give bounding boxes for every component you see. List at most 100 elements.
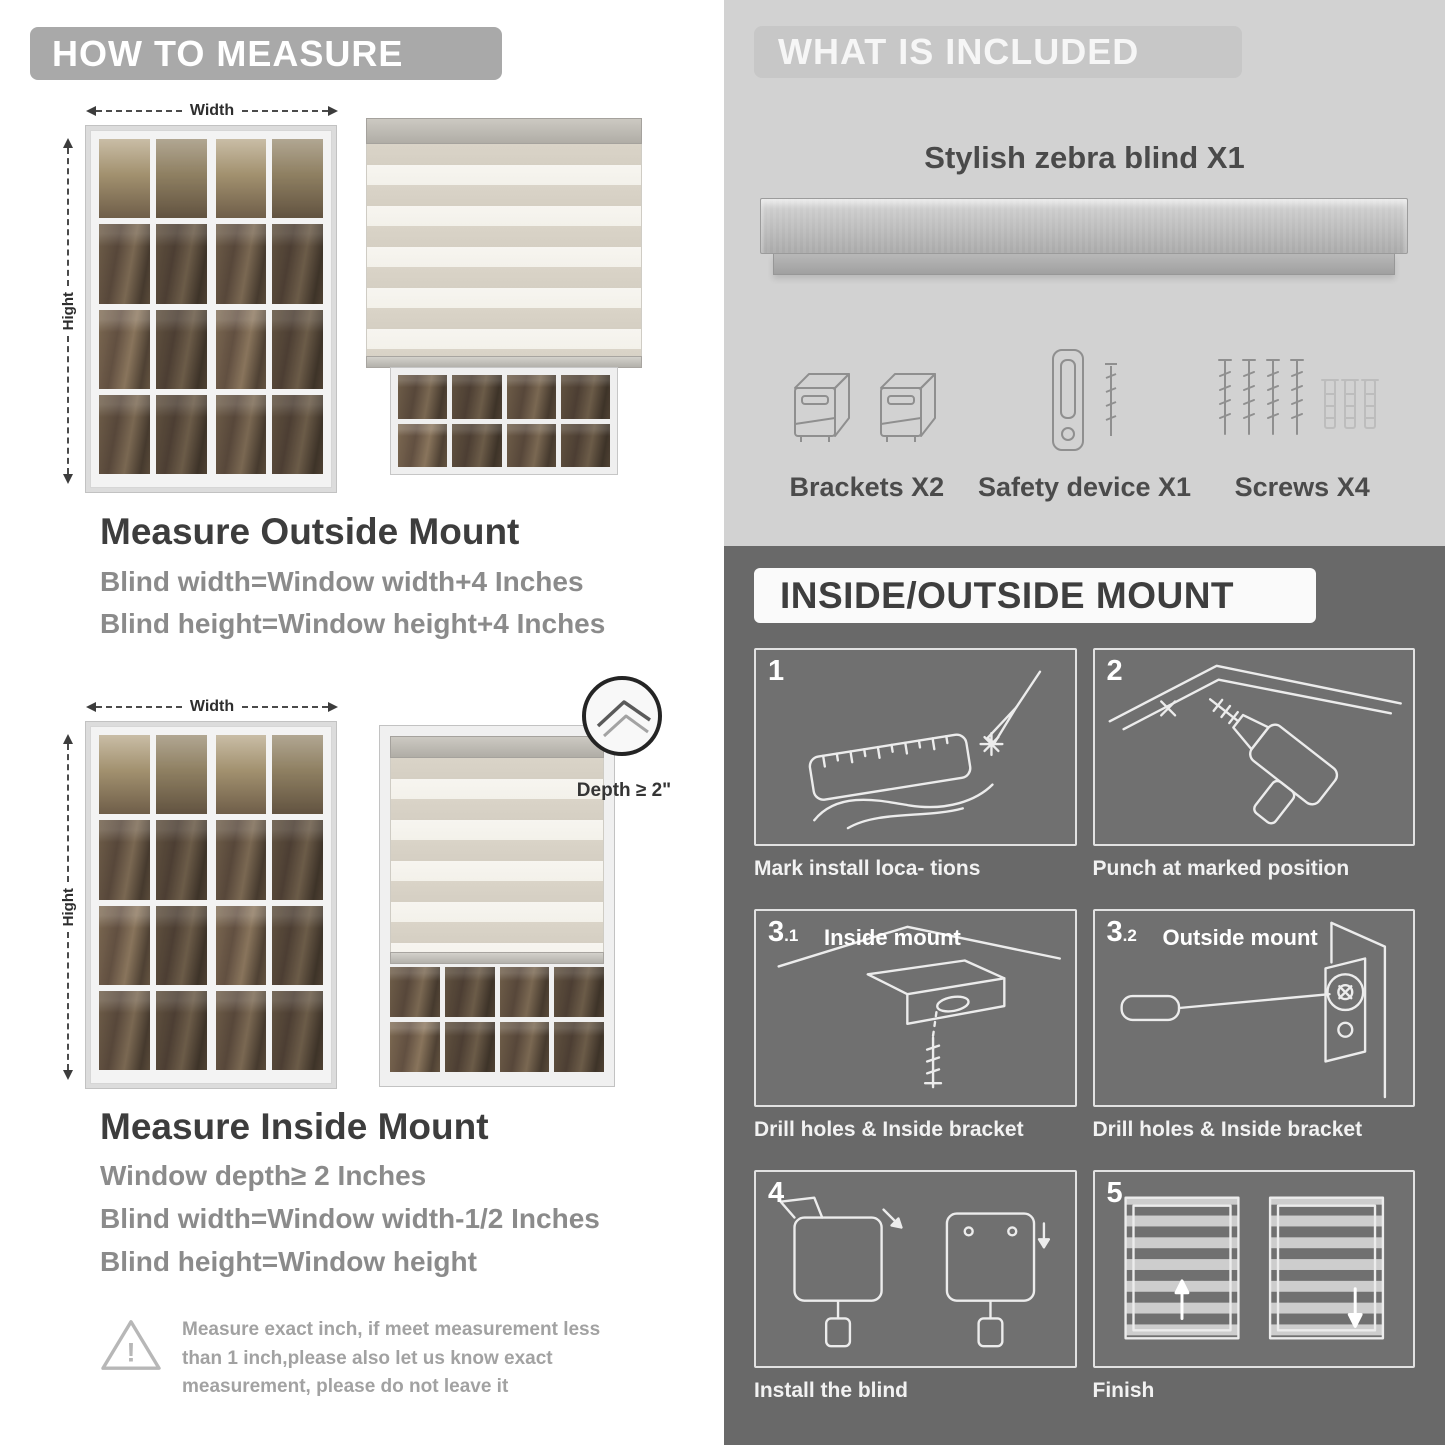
window-pane — [272, 394, 323, 474]
blind-bottom-rail — [390, 952, 604, 964]
blind-cassette — [366, 118, 642, 144]
finish-icon — [1123, 1196, 1384, 1340]
what-is-included-section: WHAT IS INCLUDED Stylish zebra blind X1 — [724, 0, 1445, 546]
screws-label: Screws X4 — [1234, 472, 1370, 502]
window-pane — [155, 139, 207, 219]
window-pane — [99, 139, 150, 219]
window-pane — [155, 820, 207, 900]
window-pane — [155, 735, 207, 815]
step-2-panel: 2 — [1092, 648, 1415, 846]
blind-fabric — [366, 144, 642, 356]
arrowhead-right-icon — [328, 106, 338, 116]
safety-device-art — [1025, 330, 1145, 458]
height-arrow: Hight — [58, 734, 78, 1081]
mount-guide-header: INSIDE/OUTSIDE MOUNT — [754, 568, 1316, 623]
window-glass-below-blind — [390, 964, 604, 1072]
width-arrow: Width — [86, 698, 338, 715]
measurement-warning: ! Measure exact inch, if meet measuremen… — [98, 1316, 628, 1402]
window-pane — [99, 905, 150, 985]
arrowhead-left-icon — [86, 106, 96, 116]
step-number: 1 — [768, 657, 784, 686]
width-label: Width — [189, 698, 235, 715]
blind-cassette — [390, 736, 604, 758]
arrowhead-left-icon — [86, 702, 96, 712]
window-pane — [444, 1022, 495, 1072]
window-sash — [215, 735, 323, 1070]
mount-steps-grid: 1 — [754, 648, 1415, 1403]
step-3-1-caption: Drill holes & Inside bracket — [754, 1118, 1024, 1141]
inside-mount-formula-height: Blind height=Window height — [100, 1246, 477, 1277]
window-pane — [215, 905, 267, 985]
screws-art — [1207, 330, 1397, 458]
window-pane — [452, 375, 502, 419]
window-pane — [215, 394, 267, 474]
window-pane — [506, 423, 556, 467]
window-pane — [99, 309, 150, 389]
brackets-icon — [793, 373, 936, 443]
step-4-panel: 4 — [754, 1170, 1077, 1368]
step-3-2: 3.2 Outside mount — [1092, 909, 1415, 1142]
window-pane — [272, 139, 323, 219]
step-number-main: 3 — [1106, 916, 1123, 948]
step-3-2-title: Outside mount — [1162, 925, 1318, 950]
screws-icon — [1218, 359, 1380, 435]
dashed-line — [67, 336, 69, 475]
window-pane — [215, 820, 267, 900]
step-number-main: 3 — [768, 916, 785, 948]
zebra-blind-headrail — [760, 198, 1408, 275]
blind-bottom-rail — [366, 356, 642, 368]
step-number: 5 — [1107, 1179, 1123, 1208]
step-number: 4 — [768, 1179, 784, 1208]
outside-mount-formula-height: Blind height=Window height+4 Inches — [100, 608, 606, 639]
dashed-line — [67, 744, 69, 882]
step-5: 5 — [1092, 1170, 1415, 1403]
window-pane — [272, 820, 323, 900]
outside-bracket-icon — [1119, 921, 1386, 1099]
window-pane — [397, 423, 448, 467]
window-pane — [215, 990, 267, 1070]
step-number-sub: .1 — [784, 926, 799, 945]
arrowhead-down-icon — [63, 1070, 73, 1081]
step-number-sub: .2 — [1122, 926, 1137, 945]
step-3-2-caption: Drill holes & Inside bracket — [1092, 1118, 1363, 1141]
step-3-1-title: Inside mount — [824, 925, 961, 950]
window-pane — [506, 375, 556, 419]
window-pane — [155, 990, 207, 1070]
step-1-panel: 1 — [754, 648, 1077, 846]
window-below-blind — [390, 368, 618, 474]
step-4: 4 — [754, 1170, 1077, 1403]
blind-fabric — [390, 758, 604, 952]
window-pane — [155, 309, 207, 389]
window-pane — [215, 735, 267, 815]
window-pane — [215, 139, 267, 219]
step-number-main: 1 — [768, 655, 785, 687]
dashed-line — [67, 932, 69, 1071]
step-2: 2 — [1092, 648, 1415, 881]
warning-glyph: ! — [126, 1337, 135, 1367]
safety-device-icon — [1051, 349, 1117, 451]
dashed-line — [242, 706, 328, 708]
brackets-art — [787, 330, 947, 458]
zebra-blind-illustration — [366, 118, 642, 474]
step-number-main: 2 — [1106, 655, 1123, 687]
step-1-caption: Mark install loca- tions — [754, 857, 981, 880]
step-5-panel: 5 — [1092, 1170, 1415, 1368]
outside-mount-title: Measure Outside Mount — [100, 511, 520, 552]
step-5-caption: Finish — [1092, 1379, 1155, 1402]
headrail-front-face — [773, 254, 1395, 275]
arrowhead-down-icon — [63, 474, 73, 485]
dashed-line — [242, 110, 328, 112]
window-pane — [452, 423, 502, 467]
step-number: 2 — [1107, 657, 1123, 686]
window-pane — [499, 1022, 550, 1072]
height-label: Hight — [59, 887, 77, 927]
window-pane — [99, 224, 150, 304]
warning-text: Measure exact inch, if meet measurement … — [182, 1319, 601, 1397]
arrowhead-up-icon — [63, 734, 73, 744]
arrowhead-right-icon — [328, 702, 338, 712]
window-pane — [215, 224, 267, 304]
mark-location-icon — [808, 670, 1042, 830]
step-3-1: 3.1 Inside mount — [754, 909, 1077, 1142]
how-to-measure-header: HOW TO MEASURE — [30, 27, 502, 80]
